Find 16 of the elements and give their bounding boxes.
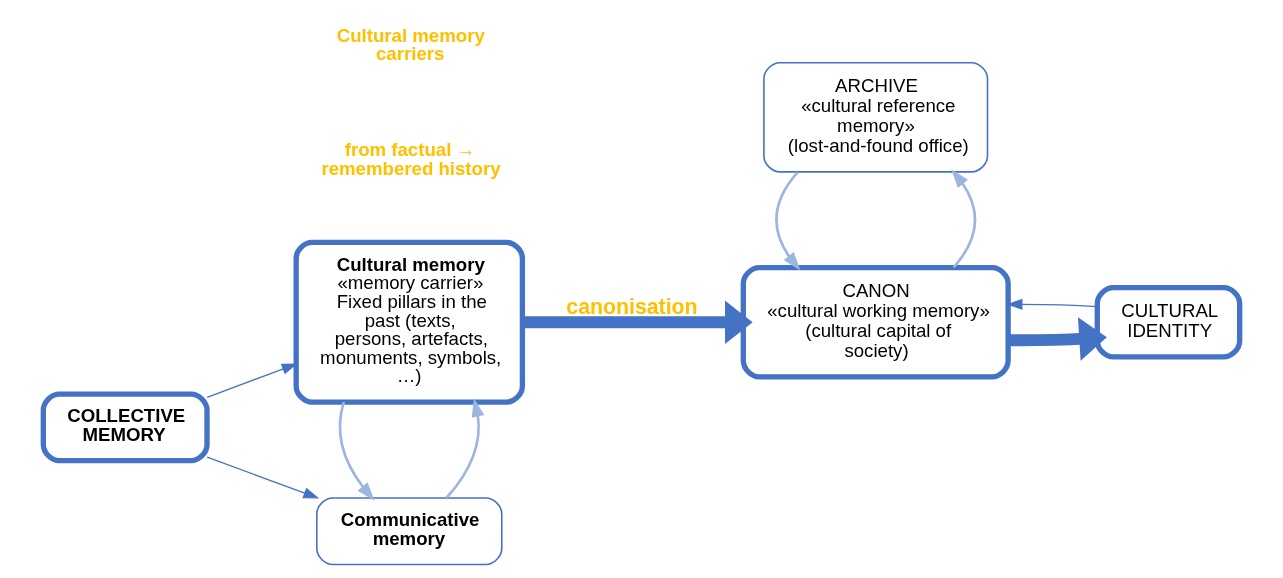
arrow [1008,317,1107,361]
node-box: Cultural memory «memory carrier» Fixed pillars in the past (texts, persons, artefacts, monuments, symbols, …) [293,239,526,405]
label: Cultural memory carriers [336,24,485,65]
node-box: Communicative memory [316,497,503,566]
label: from factual → remembered history [321,139,501,179]
arrow [951,169,977,269]
node-box: CULTURAL IDENTITY [1094,285,1243,360]
arrow [775,171,801,271]
node-box: ARCHIVE «cultural reference memory» (lost-and-found office) [763,61,989,173]
arrow [445,398,485,499]
node-box: CANON «cultural working memory» (cultural capital of society) [740,265,1011,380]
arrow [206,456,320,499]
edge-label: canonisation [566,295,698,320]
arrow [338,401,375,501]
arrow [522,300,753,345]
node-box: COLLECTIVE MEMORY [40,391,210,464]
